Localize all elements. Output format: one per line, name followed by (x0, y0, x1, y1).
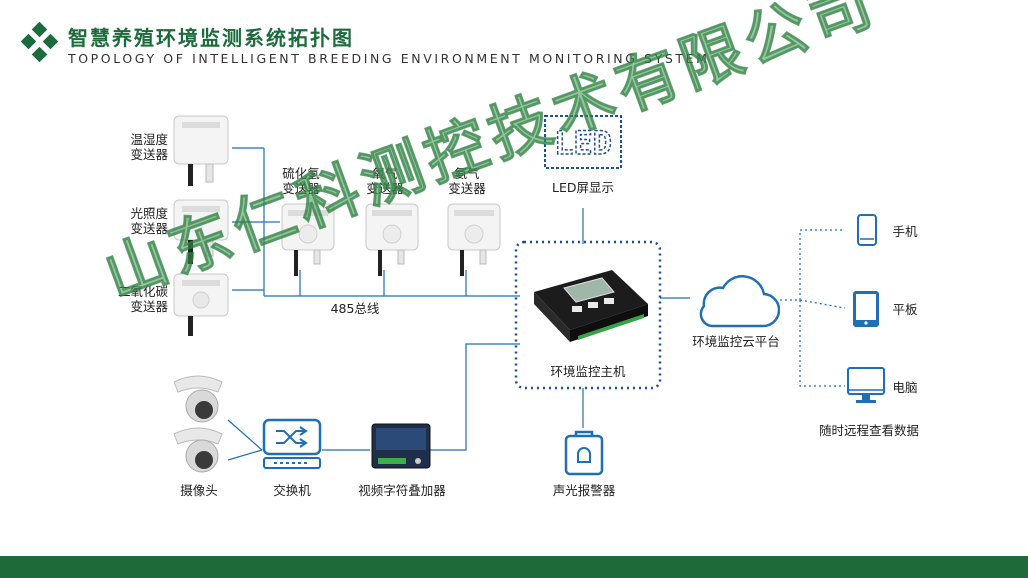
temp-humidity-sensor-icon (173, 115, 229, 186)
sensor-label-ammonia: 氨气变送器 (448, 166, 486, 196)
sensor-label-light: 光照度变送器 (130, 206, 168, 236)
led-label: LED屏显示 (552, 180, 614, 195)
company-logo (20, 22, 59, 63)
page-title: 智慧养殖环境监测系统拓扑图 (68, 26, 354, 50)
overlay-label: 视频字符叠加器 (358, 483, 446, 498)
footer-bar (0, 556, 1028, 578)
sensor-label-h2s: 硫化氢变送器 (282, 166, 320, 196)
device-label-phone: 手机 (892, 224, 918, 239)
ammonia-sensor-icon (447, 203, 501, 276)
alarm-icon (564, 430, 604, 476)
camera-label: 摄像头 (180, 483, 218, 498)
co2-sensor-icon (173, 273, 229, 336)
cloud-icon (699, 275, 780, 328)
oxygen-sensor-icon (365, 203, 419, 276)
monitoring-host-icon (534, 270, 648, 342)
sensor-label-oxygen: 氧气变送器 (366, 166, 404, 196)
switch-label: 交换机 (273, 483, 311, 498)
remote-view-note: 随时远程查看数据 (818, 423, 919, 438)
page-subtitle: TOPOLOGY OF INTELLIGENT BREEDING ENVIRON… (68, 51, 710, 66)
video-overlay-device-icon (371, 423, 431, 469)
sensor-label-co2: 二氧化碳变送器 (117, 284, 168, 314)
network-switch-icon (262, 418, 322, 469)
camera-icon (173, 375, 223, 473)
computer-icon (847, 367, 885, 403)
mobile-phone-icon (857, 214, 877, 246)
alarm-label: 声光报警器 (552, 483, 616, 498)
light-sensor-icon (173, 199, 229, 264)
sensor-label-temp-humidity: 温湿度变送器 (130, 132, 168, 162)
bus-label: 485总线 (330, 301, 380, 316)
h2s-sensor-icon (281, 203, 335, 276)
host-label: 环境监控主机 (550, 364, 626, 379)
led-display-text: LED (554, 124, 612, 162)
device-label-tablet: 平板 (892, 302, 918, 317)
led-display-icon: LED (544, 115, 622, 169)
cloud-label: 环境监控云平台 (692, 334, 780, 349)
device-label-computer: 电脑 (892, 380, 918, 395)
tablet-icon (853, 291, 879, 327)
